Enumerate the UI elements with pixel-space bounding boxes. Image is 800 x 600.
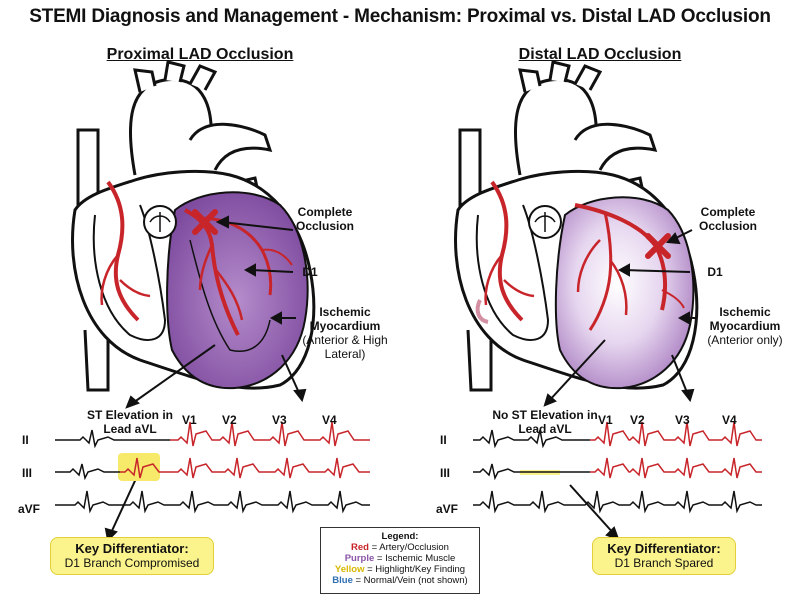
lead-ii-left: II [22, 433, 29, 447]
panel-title-left: Proximal LAD Occlusion [106, 46, 294, 63]
occlusion-label-right: Complete Occlusion [698, 205, 757, 233]
legend-desc-yellow: = Highlight/Key Finding [367, 564, 466, 575]
legend-heading: Legend: [381, 531, 419, 542]
key-title-right: Key Differentiator: [607, 541, 721, 556]
occlusion-x-right [645, 233, 671, 259]
annotation-arrows-left [104, 215, 307, 543]
legend-key-blue: Blue [332, 575, 353, 586]
v2-right: V2 [630, 413, 645, 427]
ischemic-label-right: Ischemic Myocardium (Anterior only) [700, 305, 790, 347]
v3-right: V3 [675, 413, 690, 427]
lead-iii-right: III [440, 466, 451, 480]
key-differentiator-right: Key Differentiator: D1 Branch Spared [592, 537, 736, 575]
legend-item-red: Red = Artery/Occlusion [321, 542, 479, 553]
aorta-left [129, 78, 213, 176]
legend-key-yellow: Yellow [334, 564, 365, 575]
lead-avf-right: aVF [436, 502, 459, 516]
lead-iii-left: III [22, 466, 33, 480]
aorta-right [514, 78, 598, 176]
occlusion-label-left: Complete Occlusion [295, 205, 354, 233]
ischemic-zone-left [166, 191, 309, 390]
v4-right: V4 [722, 413, 737, 427]
legend-key-red: Red [351, 542, 369, 553]
ischemic-label-left: Ischemic Myocardium (Anterior & High Lat… [300, 305, 390, 361]
st-label-left: ST Elevation in Lead aVL [86, 408, 173, 436]
legend-desc-purple: = Ischemic Muscle [376, 553, 456, 564]
annotation-arrows-right [543, 229, 696, 541]
legend-item-blue: Blue = Normal/Vein (not shown) [321, 575, 479, 586]
lead-ii-right: II [440, 433, 447, 447]
ecg-right [473, 421, 762, 514]
legend-key-purple: Purple [344, 553, 375, 564]
lead-avf-left: aVF [18, 502, 41, 516]
d1-label-left: D1 [302, 265, 318, 279]
key-differentiator-left: Key Differentiator: D1 Branch Compromise… [50, 537, 214, 575]
key-title-left: Key Differentiator: [75, 541, 189, 556]
v2-left: V2 [222, 413, 237, 427]
legend-desc-red: = Artery/Occlusion [371, 542, 449, 553]
d1-branch-right [588, 211, 613, 331]
ischemic-title-left: Ischemic Myocardium [309, 305, 381, 333]
legend: Legend: Red = Artery/Occlusion Purple = … [320, 527, 480, 594]
st-label-right: No ST Elevation in Lead aVL [492, 408, 598, 436]
pulmonary-trunk-right [573, 122, 658, 171]
d1-label-right: D1 [707, 265, 723, 279]
panel-title-right: Distal LAD Occlusion [518, 46, 682, 63]
key-text-left: D1 Branch Compromised [64, 556, 200, 570]
legend-item-purple: Purple = Ischemic Muscle [321, 553, 479, 564]
v1-right: V1 [598, 413, 613, 427]
v1-left: V1 [182, 413, 197, 427]
heart-right [454, 60, 699, 392]
legend-desc-blue: = Normal/Vein (not shown) [355, 575, 468, 586]
ecg-left [55, 421, 370, 514]
key-text-right: D1 Branch Spared [614, 556, 714, 570]
v3-left: V3 [272, 413, 287, 427]
legend-item-yellow: Yellow = Highlight/Key Finding [321, 564, 479, 575]
ischemic-detail-right: (Anterior only) [707, 333, 783, 347]
occlusion-x-left [192, 209, 218, 235]
ischemic-detail-left: (Anterior & High Lateral) [302, 333, 388, 361]
page-title: STEMI Diagnosis and Management - Mechani… [29, 6, 771, 27]
ischemic-title-right: Ischemic Myocardium [709, 305, 781, 333]
v4-left: V4 [322, 413, 337, 427]
pulmonary-trunk-left [188, 122, 273, 171]
heart-left [71, 60, 316, 392]
